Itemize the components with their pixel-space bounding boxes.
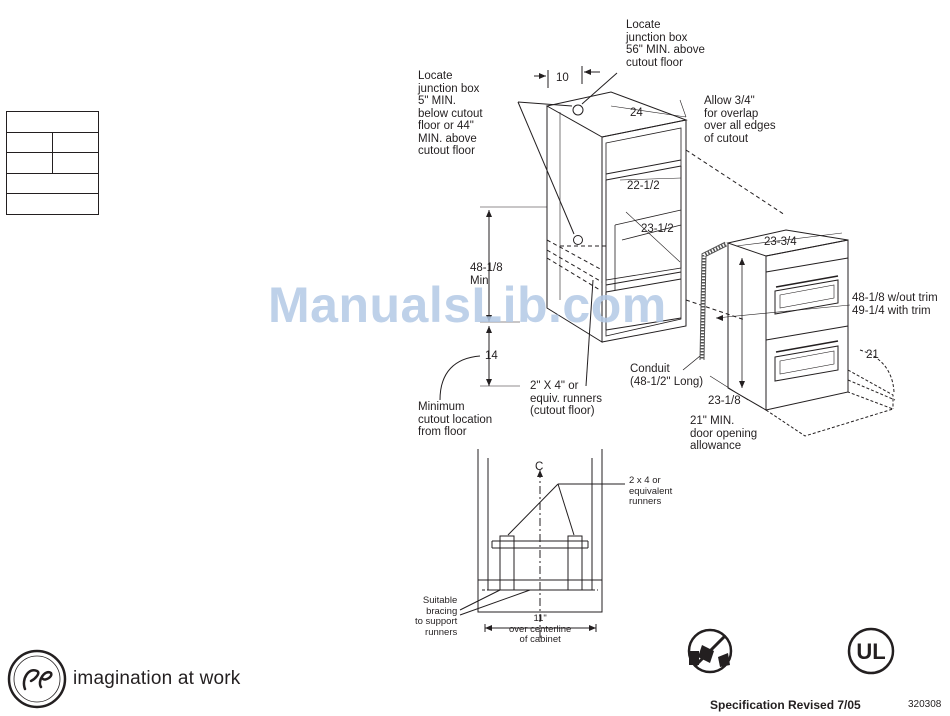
dimension-23-1-8: 23-1/8 [708, 395, 741, 407]
dimension-14: 14 [485, 350, 498, 362]
spec-table [6, 111, 99, 215]
junction-box-top-label: Locate junction box 56" MIN. above cutou… [626, 19, 705, 69]
centerline-symbol: C [535, 461, 544, 473]
dimension-48-1-8-min: 48-1/8 Min [470, 262, 503, 287]
centerline-label: 11" over centerline of cabinet [509, 613, 572, 645]
table-cell [52, 131, 99, 153]
bracing-label: Suitable bracing to support runners [415, 595, 458, 638]
ge-tagline: imagination at work [73, 668, 241, 689]
conduit-label: Conduit (48-1/2" Long) [630, 363, 704, 388]
runner-detail-drawing [459, 449, 625, 640]
cabinet-drawing [480, 66, 786, 387]
table-cell [6, 111, 99, 133]
watermark: ManualsLib.com [268, 277, 667, 333]
ul-badge-text: UL [856, 639, 885, 664]
table-cell [6, 131, 53, 153]
overlap-label: Allow 3/4" for overlap over all edges of… [704, 95, 776, 145]
trim-dimension-label: 48-1/8 w/out trim 49-1/4 with trim [852, 292, 938, 317]
minimum-cutout-label: Minimum cutout location from floor [418, 401, 493, 438]
dimension-23-1-2: 23-1/2 [641, 223, 674, 235]
ul-badge: UL [847, 627, 895, 675]
table-cell [52, 152, 99, 174]
table-cell [6, 193, 99, 215]
dimension-24: 24 [630, 107, 643, 119]
door-allowance-label: 21" MIN. door opening allowance [690, 415, 758, 452]
no-crushing-icon [687, 628, 733, 674]
oven-drawing [682, 229, 896, 437]
dimension-21: 21 [866, 349, 879, 361]
dimension-23-3-4: 23-3/4 [764, 236, 797, 248]
dimension-22-1-2: 22-1/2 [627, 180, 660, 192]
ge-logo [7, 649, 67, 709]
runners-small-label: 2 x 4 or equivalent runners [629, 475, 673, 507]
runners-label: 2" X 4" or equiv. runners (cutout floor) [530, 380, 603, 417]
table-cell [6, 152, 53, 174]
junction-box-left-label: Locate junction box 5" MIN. below cutout… [418, 70, 483, 157]
document-number: 320308 [908, 699, 942, 710]
dimension-10: 10 [556, 72, 569, 84]
spec-revised: Specification Revised 7/05 [710, 698, 861, 712]
table-cell [6, 172, 99, 194]
